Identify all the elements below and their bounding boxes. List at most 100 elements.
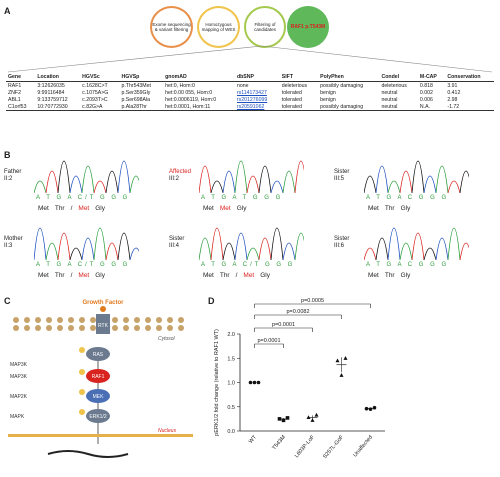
amino-acid: Thr (384, 272, 395, 279)
trace-peak (222, 170, 236, 194)
cell: c.82G>A (80, 103, 120, 111)
cell: RAF1 (8, 82, 22, 89)
chromatogram-trace (199, 227, 304, 261)
x-tick-label: S257L-GoF (322, 434, 345, 460)
membrane-bead (134, 325, 140, 331)
base-sequence: A T G A C/T G G G (36, 195, 131, 201)
data-point (372, 405, 377, 410)
phospho-icon (79, 369, 85, 375)
trace-peak (57, 232, 71, 261)
dbsnp-link[interactable]: rs201276099 (236, 96, 268, 103)
data-point (285, 416, 290, 420)
trace-peak (375, 165, 389, 194)
col-gene: Gene (6, 73, 36, 82)
membrane-bead (112, 317, 118, 323)
generation-label: III:4 (169, 243, 180, 249)
cell: deleterious (281, 82, 308, 89)
membrane-bead (57, 317, 63, 323)
membrane-bead (156, 325, 162, 331)
amino-acid: Met (78, 205, 90, 212)
trace-peak (459, 170, 469, 194)
membrane-bead (90, 325, 96, 331)
x-tick-label: Unaffected (352, 434, 374, 458)
zoom-lines (7, 45, 493, 73)
pathway-node-erk1-2 (86, 409, 110, 423)
mapk-pathway-diagram: Growth FactorRTKCytosolRASRAF1MEKERK1/2M… (8, 300, 193, 458)
amino-acid: Thr (219, 272, 230, 279)
amino-acid: Met (368, 205, 379, 212)
cell: tolerated (279, 103, 319, 111)
dbsnp-link[interactable]: rs114173427 (236, 89, 267, 96)
trace-peak (411, 232, 425, 261)
pathway-node-label: RAS (93, 352, 104, 358)
membrane-bead (57, 325, 63, 331)
trace-peak (117, 232, 131, 261)
membrane-bead (46, 317, 52, 323)
kinase-level-label: MAP3K (10, 374, 28, 380)
trace-peak (234, 160, 248, 194)
cell: neutral (381, 89, 398, 96)
cell: neutral (379, 103, 418, 111)
trace-peak (129, 175, 139, 194)
amino-acid: Met (78, 272, 90, 279)
growth-factor-label: Growth Factor (82, 300, 124, 306)
panel-label-a: A (4, 6, 11, 16)
p-value-label: p=0.0082 (286, 309, 309, 315)
cell: 0.006 (419, 96, 433, 103)
y-tick-label: 0.5 (227, 405, 235, 411)
cell: 0.412 (447, 89, 461, 96)
cell: -1.72 (445, 103, 494, 111)
cell: tolerated (281, 96, 302, 103)
amino-acid: Met (368, 272, 379, 279)
trace-peak (435, 237, 449, 261)
cell: possibly damaging (320, 82, 364, 89)
y-tick-label: 1.0 (227, 381, 235, 387)
cell: het:0, Hom:0 (165, 82, 195, 89)
trace-peak (375, 237, 389, 261)
amino-acid: Thr (384, 205, 395, 212)
trace-peak (246, 247, 260, 261)
cell: ZNF2 (8, 89, 21, 96)
trace-peak (222, 242, 236, 261)
membrane-bead (68, 325, 74, 331)
cell: het:0.0006119, Hom:0 (165, 96, 217, 103)
cell: benign (320, 96, 336, 103)
cell: possibly damaging (318, 103, 380, 111)
base-sequence: A T G A T G G G (201, 195, 284, 201)
x-tick-label: T543M (271, 434, 287, 451)
cell: c.1075A>G (82, 89, 109, 96)
trace-peak (69, 175, 83, 194)
variant-table: Gene Location HGVSc HGVSp gnomAD dbSNP S… (6, 73, 494, 111)
trace-peak (294, 232, 304, 261)
col-sift: SIFT (279, 73, 319, 82)
cell: none (236, 82, 249, 89)
cell: neutral (381, 96, 398, 103)
y-tick-label: 0.0 (227, 429, 235, 435)
trace-peak (387, 180, 401, 194)
base-sequence: A T G A C G G G (366, 195, 450, 201)
trace-peak (258, 165, 272, 194)
individual-label: Father (4, 169, 22, 175)
membrane-bead (178, 317, 184, 323)
pathway-node-raf1 (86, 369, 110, 383)
phospho-icon (79, 389, 85, 395)
dbsnp-link[interactable]: rs20591062 (234, 103, 280, 111)
cell: N.A. (417, 103, 446, 111)
data-point (248, 380, 253, 385)
cell: ABL1 (8, 96, 21, 103)
individual-label: Sister (334, 169, 350, 175)
membrane-bead (24, 317, 30, 323)
flow-step-3: Filtering of candidates (244, 6, 286, 48)
individual-label: Sister (334, 236, 350, 242)
amino-acid: Gly (260, 272, 270, 279)
amino-acid: Met (219, 205, 231, 212)
flow-step-4: RAF1 p.T543M (287, 6, 329, 48)
membrane-bead (79, 325, 85, 331)
